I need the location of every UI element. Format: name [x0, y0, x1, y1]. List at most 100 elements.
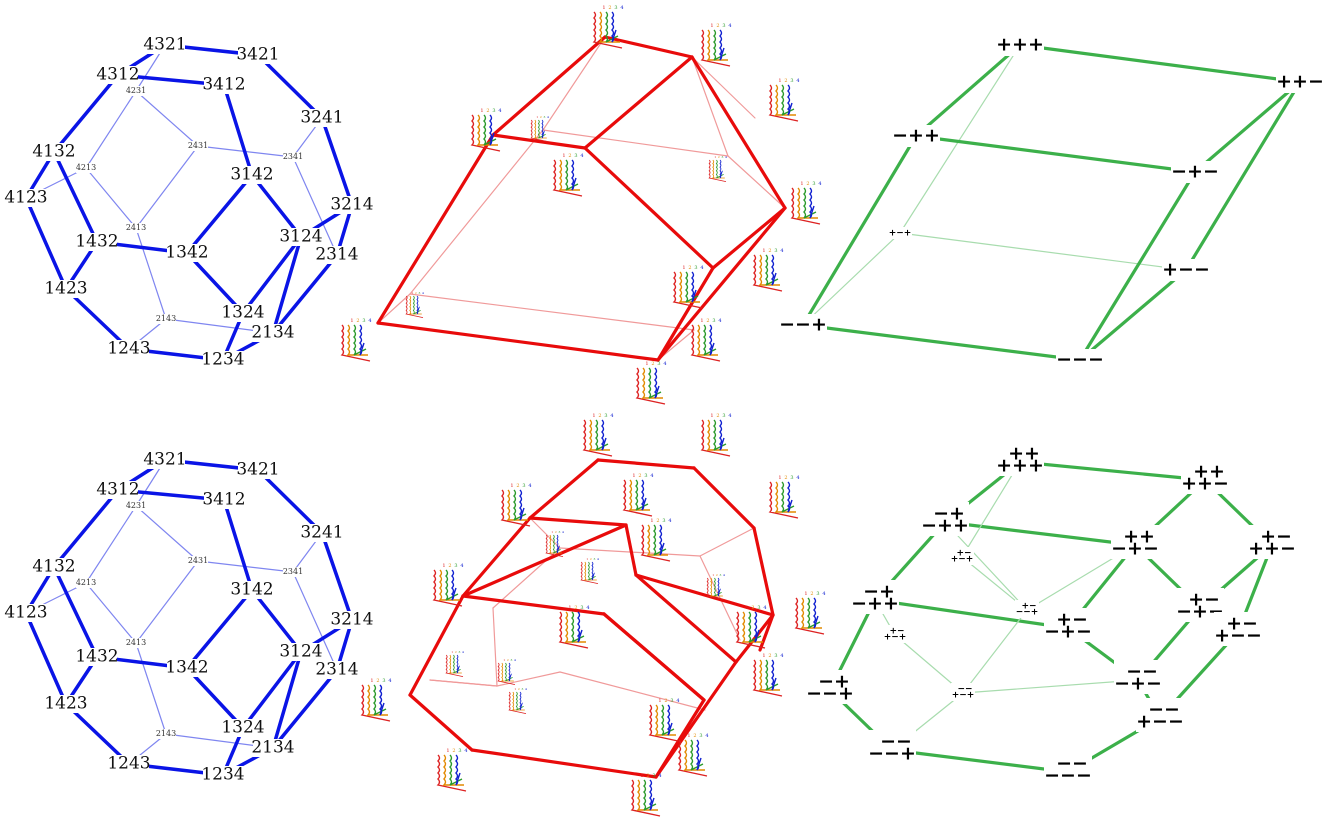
polytope-edge — [461, 516, 532, 598]
wire-label: 3 — [694, 265, 697, 271]
perm-vertex-label: 3142 — [230, 580, 273, 600]
wire-label: 1 — [632, 473, 635, 479]
hidden-edge — [377, 293, 411, 324]
label-backdrop — [167, 244, 207, 262]
label-backdrop — [6, 604, 46, 622]
label-backdrop — [98, 66, 138, 84]
label-backdrop — [98, 481, 138, 499]
label-backdrop — [1056, 349, 1104, 371]
label-backdrop — [332, 611, 372, 629]
perm-edge — [271, 253, 339, 335]
sign-vertex-label: −−+ — [779, 314, 827, 336]
label-backdrop — [109, 340, 149, 358]
wire-label: 1 — [687, 733, 690, 739]
wire-label: 2 — [784, 475, 787, 481]
label-backdrop — [1136, 698, 1184, 732]
wire-label: 2 — [590, 557, 592, 561]
wire-label: 4 — [498, 108, 501, 114]
wire-label: 4 — [763, 605, 766, 611]
label-backdrop — [145, 36, 185, 54]
wire-label: 3 — [644, 473, 647, 479]
hidden-edge — [542, 36, 606, 131]
wire-label: 2 — [448, 563, 451, 569]
polytope-edge — [914, 43, 1022, 138]
perm-vertex-label: 3241 — [300, 523, 343, 543]
label-backdrop — [888, 227, 912, 239]
perm-vertex-label: 4312 — [96, 65, 139, 85]
hidden-edge — [492, 607, 498, 687]
hidden-edge — [429, 679, 498, 687]
wire-label: 2 — [651, 361, 654, 367]
perm-hidden-vertex-label: 2143 — [156, 729, 176, 738]
wire-label: 3 — [362, 318, 365, 324]
wire-label: 3 — [593, 557, 595, 561]
perm-hidden-edge — [85, 505, 137, 584]
perm-vertex-label: 2134 — [251, 738, 294, 758]
sign-hidden-vertex-label-bottom: +−+ — [951, 555, 974, 565]
perm-vertex-label: 4312 — [96, 480, 139, 500]
perm-vertex-label: 3412 — [202, 75, 245, 95]
label-backdrop — [332, 196, 372, 214]
sign-hidden-vertex-label-top: +− — [889, 627, 904, 637]
wire-label: 1 — [650, 518, 653, 524]
polytope-edge — [491, 133, 587, 150]
wire-label: 2 — [568, 153, 571, 159]
perm-vertex-label: 3124 — [279, 642, 322, 662]
perm-edge — [271, 235, 303, 335]
perm-hidden-edge — [292, 156, 338, 256]
wire-label: 1 — [710, 413, 713, 419]
wire-label: 4 — [528, 483, 531, 489]
label-backdrop — [1015, 600, 1039, 618]
wire-label: 4 — [514, 658, 516, 662]
perm-vertex-label: 4132 — [32, 557, 75, 577]
sign-vertex-label: −++ — [892, 125, 940, 147]
label-backdrop — [851, 580, 899, 614]
wire-label: 1 — [762, 248, 765, 254]
sign-hidden-vertex-label-top: +− — [1021, 602, 1036, 612]
wire-label: 3 — [699, 733, 702, 739]
perm-edge — [250, 588, 303, 654]
wire-label: 2 — [693, 733, 696, 739]
wire-label: 2 — [718, 155, 720, 159]
perm-vertex-label: 1324 — [221, 718, 264, 738]
sign-vertex-label-bottom: −++ — [851, 593, 899, 615]
wire-label: 4 — [422, 291, 424, 295]
wire-label: 2 — [716, 23, 719, 29]
wire-label: 3 — [812, 181, 815, 187]
wire-label: 3 — [510, 658, 512, 662]
wire-label: 4 — [580, 153, 583, 159]
polytope-edge — [602, 612, 706, 702]
wire-label: 1 — [645, 361, 648, 367]
perm-vertex-label: 1342 — [165, 658, 208, 678]
wire-label: 1 — [714, 155, 716, 159]
perm-edge — [256, 468, 324, 535]
polytope-edge — [596, 458, 696, 470]
wire-label: 3 — [774, 653, 777, 659]
wire-label: 3 — [719, 573, 721, 577]
sign-vertex-label: −+− — [1171, 161, 1219, 183]
label-backdrop — [921, 502, 969, 536]
hidden-edge — [962, 679, 1139, 694]
wire-label: 3 — [418, 291, 420, 295]
polytope-edge — [690, 55, 787, 210]
perm-vertex-label: 1243 — [107, 754, 150, 774]
perm-edge — [185, 588, 254, 670]
wire-label: 2 — [356, 318, 359, 324]
wire-label: 4 — [818, 181, 821, 187]
perm-vertex-label: 2314 — [315, 245, 358, 265]
sign-hidden-vertex-label-top: −− — [957, 685, 972, 695]
label-backdrop — [996, 34, 1044, 56]
wire-label: 1 — [568, 605, 571, 611]
